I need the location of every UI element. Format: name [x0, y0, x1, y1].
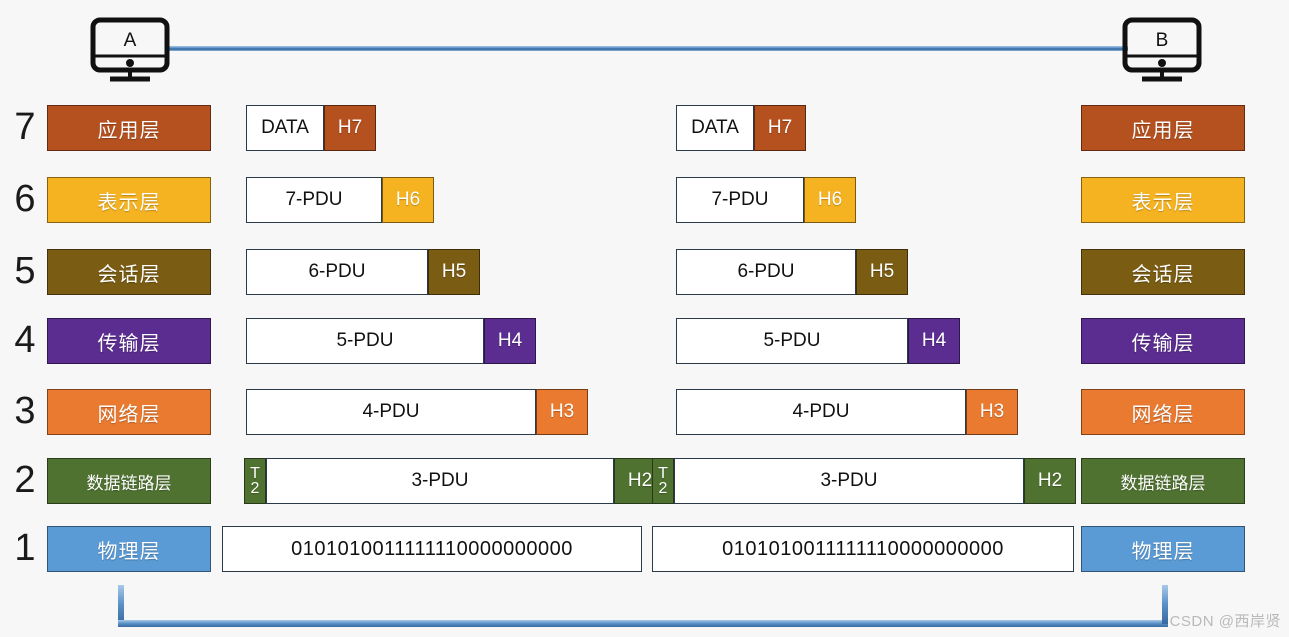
- layer-name-box-left-5[interactable]: 会话层: [47, 249, 211, 295]
- pdu-header-right-2: H2: [1024, 458, 1076, 504]
- pdu-body-right-3: 4-PDU: [676, 389, 966, 435]
- pdu-header-left-4: H4: [484, 318, 536, 364]
- pdu-header-right-6: H6: [804, 177, 856, 223]
- layer-number-1: 1: [14, 526, 36, 569]
- layer-number-6: 6: [14, 177, 36, 220]
- pdu-header-right-5: H5: [856, 249, 908, 295]
- pdu-body-right-6: 7-PDU: [676, 177, 804, 223]
- layer-name-box-left-7[interactable]: 应用层: [47, 105, 211, 151]
- pdu-header-left-5: H5: [428, 249, 480, 295]
- layer-name-box-right-7[interactable]: 应用层: [1081, 105, 1245, 151]
- bottom-link-horizontal: [118, 620, 1168, 627]
- layer-name-box-right-6[interactable]: 表示层: [1081, 177, 1245, 223]
- pdu-header-right-4: H4: [908, 318, 960, 364]
- layer-name-box-left-6[interactable]: 表示层: [47, 177, 211, 223]
- pdu-header-left-6: H6: [382, 177, 434, 223]
- bottom-link-right-riser: [1162, 585, 1168, 624]
- pdu-packet-right-1: 0101010011111110000000000: [652, 526, 1074, 572]
- host-a[interactable]: A: [88, 16, 172, 84]
- pdu-body-left-5: 6-PDU: [246, 249, 428, 295]
- pdu-header-left-7: H7: [324, 105, 376, 151]
- layer-number-4: 4: [14, 318, 36, 361]
- pdu-body-left-7: DATA: [246, 105, 324, 151]
- pdu-header-right-3: H3: [966, 389, 1018, 435]
- host-b[interactable]: B: [1120, 16, 1204, 84]
- layer-number-5: 5: [14, 249, 36, 292]
- pdu-body-right-7: DATA: [676, 105, 754, 151]
- pdu-body-right-5: 6-PDU: [676, 249, 856, 295]
- pdu-body-right-1: 0101010011111110000000000: [652, 526, 1074, 572]
- pdu-body-right-4: 5-PDU: [676, 318, 908, 364]
- host-a-label: A: [123, 30, 137, 51]
- layer-name-box-right-2[interactable]: 数据链路层: [1081, 458, 1245, 504]
- pdu-body-left-6: 7-PDU: [246, 177, 382, 223]
- monitor-icon: [1122, 17, 1202, 82]
- pdu-body-right-2: 3-PDU: [674, 458, 1024, 504]
- pdu-body-left-1: 0101010011111110000000000: [222, 526, 642, 572]
- layer-name-box-left-4[interactable]: 传输层: [47, 318, 211, 364]
- bottom-link-line: [118, 585, 1168, 627]
- host-b-label: B: [1155, 30, 1169, 51]
- watermark: CSDN @西岸贤: [1169, 613, 1281, 630]
- layer-name-box-left-1[interactable]: 物理层: [47, 526, 211, 572]
- pdu-body-left-4: 5-PDU: [246, 318, 484, 364]
- layer-name-box-left-2[interactable]: 数据链路层: [47, 458, 211, 504]
- layer-name-box-left-3[interactable]: 网络层: [47, 389, 211, 435]
- pdu-body-left-2: 3-PDU: [266, 458, 614, 504]
- pdu-body-left-3: 4-PDU: [246, 389, 536, 435]
- layer-name-box-right-5[interactable]: 会话层: [1081, 249, 1245, 295]
- layer-name-box-right-1[interactable]: 物理层: [1081, 526, 1245, 572]
- layer-name-box-right-3[interactable]: 网络层: [1081, 389, 1245, 435]
- layer-number-7: 7: [14, 105, 36, 148]
- layer-number-2: 2: [14, 458, 36, 501]
- pdu-packet-left-1: 0101010011111110000000000: [222, 526, 642, 572]
- layer-number-3: 3: [14, 389, 36, 432]
- pdu-header-right-7: H7: [754, 105, 806, 151]
- layer-name-box-right-4[interactable]: 传输层: [1081, 318, 1245, 364]
- monitor-icon: [90, 17, 170, 82]
- pdu-header-left-3: H3: [536, 389, 588, 435]
- top-link-line: [168, 46, 1128, 51]
- bottom-link-left-riser: [118, 585, 124, 624]
